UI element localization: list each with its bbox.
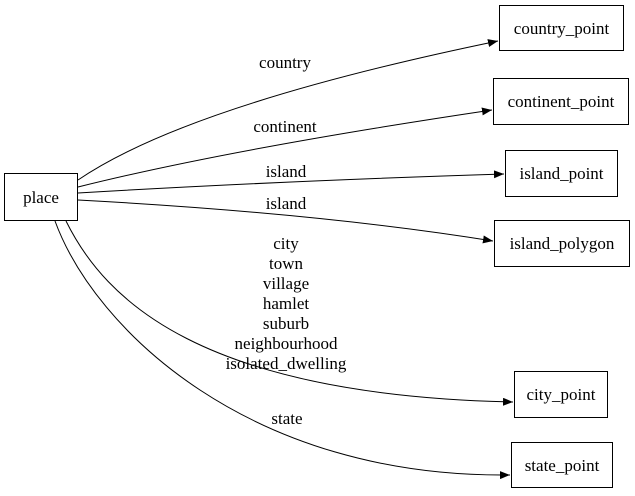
node-island-polygon: island_polygon: [494, 220, 630, 267]
node-country-point: country_point: [499, 5, 624, 51]
node-island-point-label: island_point: [519, 164, 604, 183]
edge-label-city-group: city town village hamlet suburb neighbou…: [225, 234, 347, 373]
edge-label-continent: continent: [253, 117, 317, 136]
edge-place-to-continent-point: [77, 107, 493, 188]
node-state-point-label: state_point: [524, 455, 600, 475]
edge-label-country: country: [259, 53, 311, 72]
node-place: place: [4, 173, 78, 221]
node-island-point: island_point: [505, 150, 618, 197]
edge-label-state: state: [271, 409, 303, 428]
edge-place-to-island-point: [77, 170, 505, 194]
edge-place-to-city-point: [65, 220, 514, 406]
edge-label-island-polygon: island: [265, 194, 307, 213]
node-state-point: state_point: [511, 442, 613, 488]
node-island-polygon-label: island_polygon: [509, 234, 615, 253]
edge-label-island-point: island: [265, 162, 307, 181]
edge-place-to-state-point: [54, 220, 511, 480]
node-city-point: city_point: [514, 371, 608, 418]
node-continent-point: continent_point: [493, 78, 629, 125]
node-city-point-label: city_point: [526, 385, 596, 404]
edge-place-to-country-point: [77, 39, 499, 181]
node-continent-point-label: continent_point: [507, 92, 615, 111]
edge-place-to-island-polygon: [77, 199, 494, 244]
node-place-label: place: [23, 187, 59, 207]
node-country-point-label: country_point: [513, 18, 610, 38]
